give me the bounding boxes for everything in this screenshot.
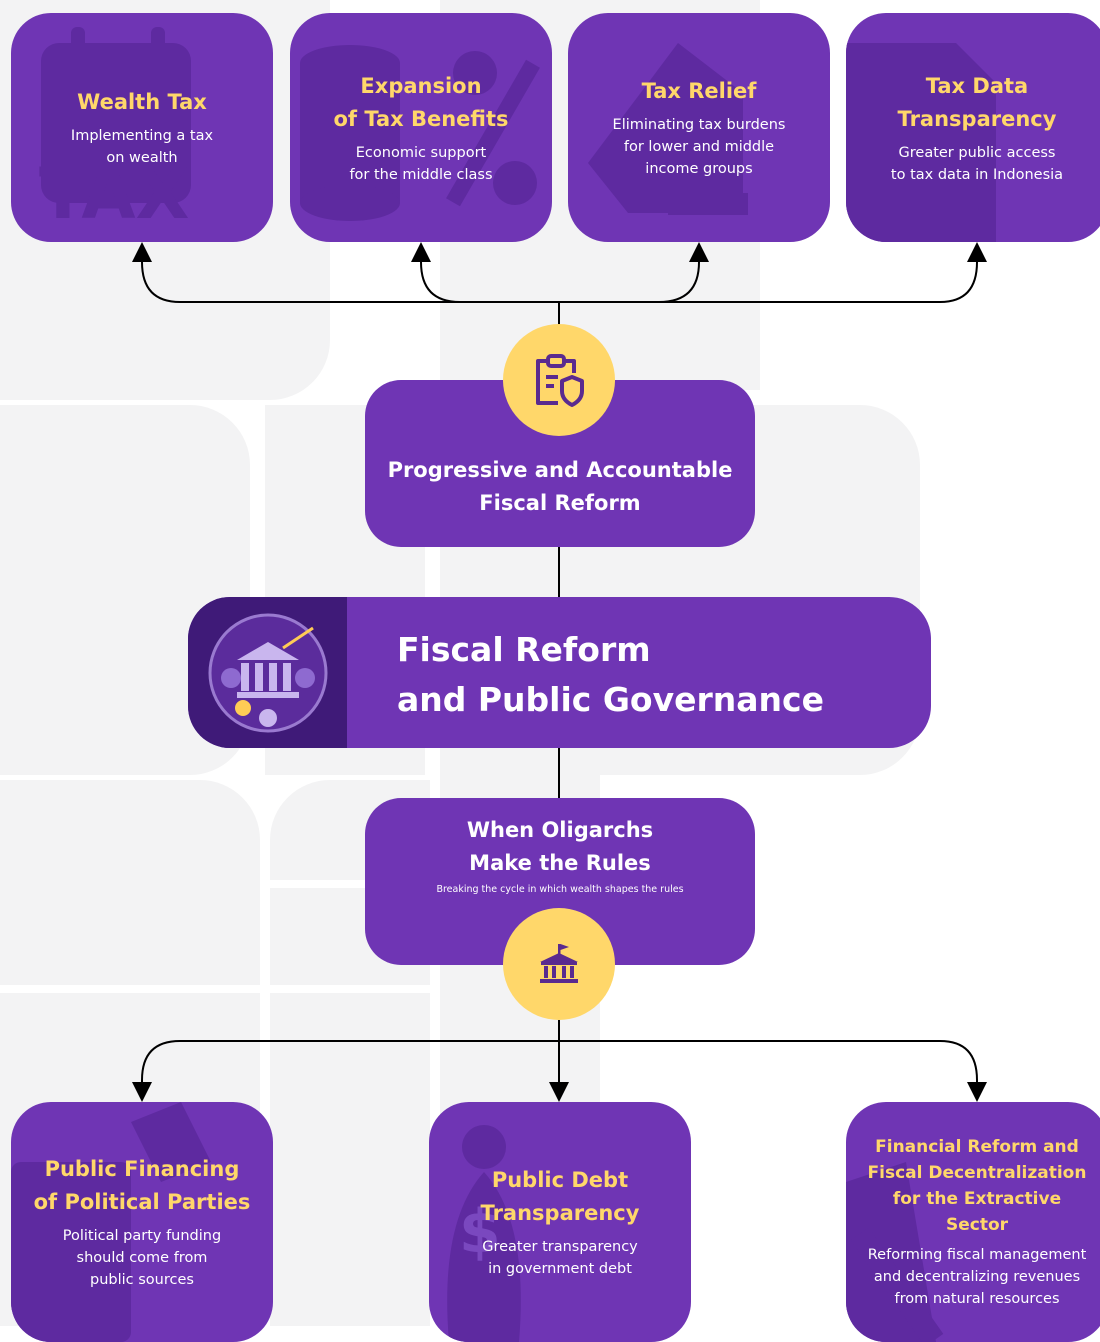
- card-public-debt-transparency: $ Public Debt Transparency Greater trans…: [429, 1102, 691, 1342]
- coins-percent-icon: [300, 45, 540, 221]
- mining-tools-icon: [846, 1162, 944, 1342]
- card-description: Economic support for the middle class: [349, 144, 493, 183]
- card-description: Greater transparency in government debt: [482, 1239, 638, 1277]
- card-description: Implementing a tax on wealth: [70, 128, 214, 166]
- card-tax-relief: Tax Relief Eliminating tax burdens for l…: [568, 13, 830, 242]
- svg-text:TAX: TAX: [39, 153, 189, 235]
- document-icon: [846, 43, 996, 242]
- card-description: Reforming fiscal management and decentra…: [867, 1247, 1087, 1307]
- money-bag-icon: $: [447, 1125, 521, 1342]
- main-title: Fiscal Reform and Public Governance: [397, 630, 824, 719]
- card-tax-data-transparency: Tax Data Transparency Greater public acc…: [846, 13, 1100, 242]
- card-title: Expansion of Tax Benefits: [333, 73, 509, 131]
- card-public-financing-political-parties: Public Financing of Political Parties Po…: [11, 1102, 273, 1342]
- card-title: Tax Data Transparency: [897, 73, 1057, 131]
- svg-text:$: $: [459, 1197, 501, 1267]
- ballot-box-icon: [11, 1102, 211, 1342]
- main-topic-card: Fiscal Reform and Public Governance: [188, 597, 931, 748]
- government-finance-icon: [208, 613, 327, 732]
- hub-subtitle: Breaking the cycle in which wealth shape…: [436, 884, 684, 895]
- card-description: Political party funding should come from…: [62, 1228, 222, 1288]
- clipboard-shield-icon: [536, 354, 584, 407]
- card-extractive-sector-reform: Financial Reform and Fiscal Decentraliza…: [846, 1102, 1100, 1342]
- card-description: Greater public access to tax data in Ind…: [890, 144, 1064, 183]
- card-description: Eliminating tax burdens for lower and mi…: [612, 117, 786, 177]
- card-title: Financial Reform and Fiscal Decentraliza…: [867, 1137, 1087, 1235]
- upper-hub-badge: [503, 324, 615, 436]
- tax-tag-icon: [588, 43, 748, 215]
- hub-title: Progressive and Accountable Fiscal Refor…: [387, 458, 733, 515]
- card-expansion-tax-benefits: Expansion of Tax Benefits Economic suppo…: [290, 13, 552, 242]
- card-title: Public Financing of Political Parties: [33, 1157, 251, 1214]
- background-line: [270, 880, 440, 888]
- lower-hub-badge: [503, 908, 615, 1020]
- card-title: Public Debt Transparency: [480, 1168, 640, 1225]
- hub-title: When Oligarchs Make the Rules: [466, 818, 654, 875]
- institution-icon: [540, 944, 578, 983]
- card-title: Tax Relief: [641, 79, 757, 103]
- card-wealth-tax: TAX Wealth Tax Implementing a tax on wea…: [11, 13, 273, 242]
- tax-calendar-icon: TAX: [39, 27, 191, 235]
- main-illustration: [188, 597, 347, 748]
- card-title: Wealth Tax: [77, 90, 207, 114]
- background-line: [0, 985, 440, 993]
